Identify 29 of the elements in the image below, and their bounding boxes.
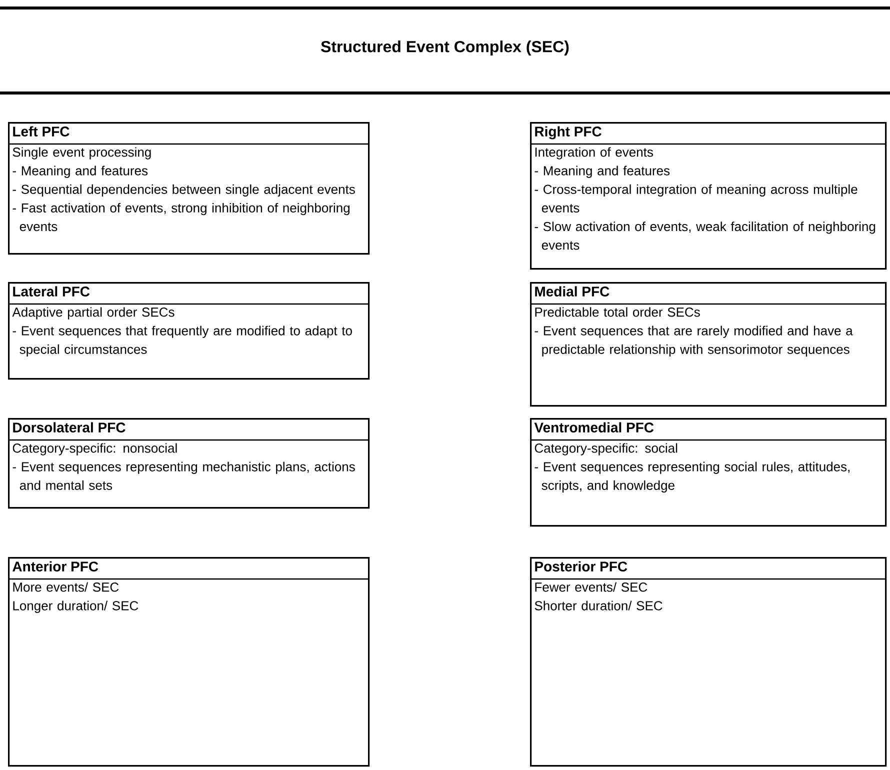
box-text: Predictable total order SECs (535, 307, 700, 317)
box-text: Shorter duration/ SEC (534, 600, 662, 610)
box-heading: Right PFC (535, 126, 602, 140)
box-text: Single event processing (12, 147, 151, 160)
box-text: - Sequential dependencies between single adjacent events (12, 184, 355, 197)
box-text: - Slow activation of events, weak facilitation of neighboring events (534, 222, 876, 250)
box-text: More events/ SEC (13, 582, 119, 592)
box-text: Category-specific: social (534, 443, 678, 456)
box-text: Longer duration/ SEC (13, 600, 138, 613)
box-text: Adaptive partial order SECs (12, 307, 174, 320)
box-heading: Left PFC (13, 126, 70, 136)
box-heading: Medial PFC (535, 286, 610, 296)
box-text: - Fast activation of events, strong inhibition of neighboring events (12, 203, 350, 232)
box-heading: Lateral PFC (13, 286, 90, 296)
box-text: - Event sequences that frequently are modified to adapt to special circumstances (12, 326, 352, 357)
box-text: - Event sequences that are rarely modified and have a predictable relationship with sensorimotor sequences (534, 326, 853, 357)
box-text: Integration of events (535, 147, 653, 160)
box-text: - Event sequences representing social rules, attitudes, scripts, and knowledge (534, 462, 850, 493)
box-heading: Dorsolateral PFC (13, 422, 126, 432)
box-text: - Meaning and features (534, 166, 670, 178)
title: Structured Event Complex (SEC) (321, 40, 569, 56)
box-heading: Anterior PFC (12, 561, 98, 572)
box-text: - Cross-temporal integration of meaning across multiple events (534, 184, 858, 213)
box-text: - Meaning and features (12, 166, 148, 178)
box-text: Fewer events/ SEC (535, 582, 648, 592)
box-text: Category-specific: nonsocial (12, 443, 177, 456)
box-heading: Ventromedial PFC (534, 422, 654, 432)
box-heading: Posterior PFC (535, 561, 628, 572)
box-text: - Event sequences representing mechanistic plans, actions and mental sets (12, 462, 355, 490)
